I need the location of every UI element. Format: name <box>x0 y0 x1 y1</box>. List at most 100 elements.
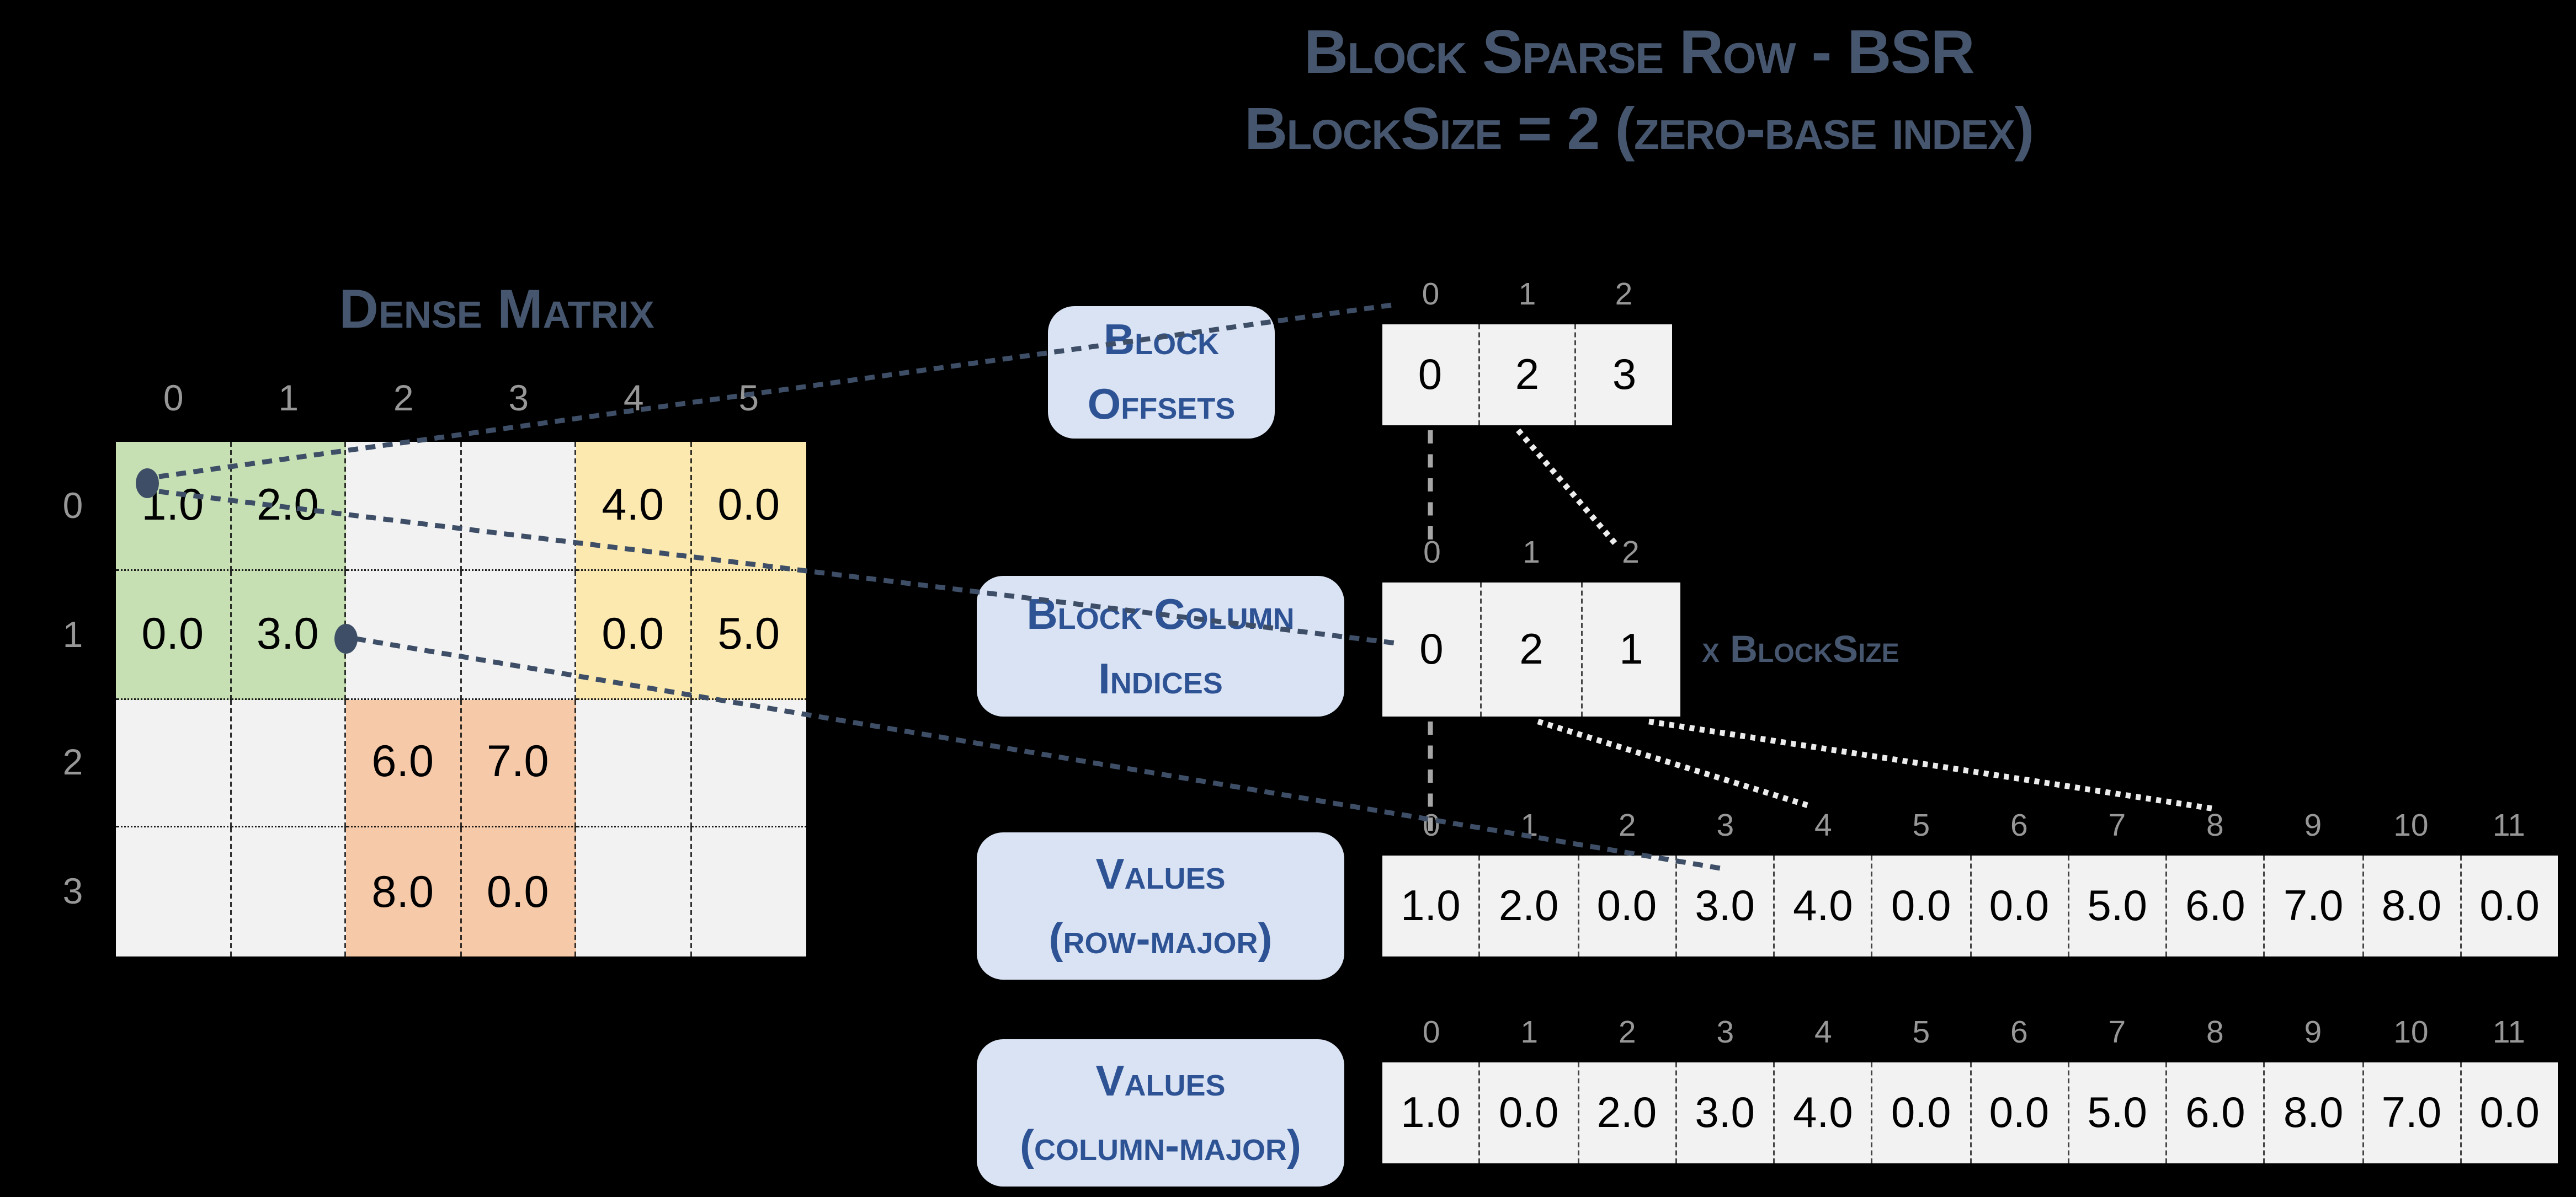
array-index-label: 2 <box>1622 536 1640 571</box>
array-index-label: 0 <box>1423 536 1441 571</box>
label-line: Values <box>1095 1055 1226 1105</box>
matrix-row-headers: 0 1 2 3 <box>46 442 99 956</box>
array-index-label: 6 <box>2010 809 2028 844</box>
label-line: Block <box>1103 314 1220 364</box>
array-cell: 0.0 <box>1969 856 2068 956</box>
block-column-indices-label: Block Column Indices <box>977 576 1344 717</box>
matrix-cell: 5.0 <box>691 570 806 699</box>
matrix-cell: 0.0 <box>576 570 691 699</box>
matrix-cell <box>691 827 806 956</box>
array-cell: 0.0 <box>1478 1062 1577 1163</box>
array-index-label: 0 <box>1422 1016 1440 1051</box>
array-cell: 1 <box>1580 583 1680 717</box>
array-index-label: 1 <box>1523 536 1540 571</box>
title-line-1: Block Sparse Row - BSR <box>1303 18 1975 86</box>
array-index-label: 2 <box>1615 278 1633 313</box>
blocksize-annotation: x BlockSize <box>1702 626 1899 670</box>
array-index-label: 2 <box>1618 809 1636 844</box>
label-line: Block Column <box>1026 588 1295 638</box>
array-cell: 3 <box>1575 324 1673 425</box>
dense-matrix-title: Dense Matrix <box>339 278 654 339</box>
array-index-label: 11 <box>2492 1016 2526 1051</box>
matrix-cell: 0.0 <box>691 442 806 571</box>
label-line: Values <box>1095 848 1226 898</box>
block-offsets-label: Block Offsets <box>1048 306 1275 439</box>
array-cell: 0.0 <box>1871 856 1970 956</box>
matrix-cell: 4.0 <box>576 442 691 571</box>
matrix-cell <box>231 699 346 828</box>
label-line: (column-major) <box>1020 1119 1301 1169</box>
array-cell: 5.0 <box>2067 856 2165 956</box>
array-index-label: 5 <box>1912 809 1930 844</box>
array-cell: 3.0 <box>1675 856 1773 956</box>
label-line: Offsets <box>1087 379 1236 429</box>
title-line-2: BlockSize = 2 (zero-base index) <box>1244 95 2034 163</box>
matrix-cell <box>231 827 346 956</box>
array-cell: 8.0 <box>2361 856 2460 956</box>
matrix-col-header: 2 <box>393 377 414 419</box>
matrix-cell <box>461 570 576 699</box>
matrix-cell: 8.0 <box>346 827 461 956</box>
matrix-cell <box>691 699 806 828</box>
matrix-row-header: 2 <box>62 742 83 784</box>
array-cell: 7.0 <box>2361 1062 2460 1163</box>
matrix-cell <box>576 827 691 956</box>
matrix-cell <box>346 570 461 699</box>
array-cell: 8.0 <box>2263 1062 2362 1163</box>
array-cell: 2.0 <box>1577 1062 1675 1163</box>
array-cell: 0.0 <box>2460 856 2558 956</box>
array-index-label: 11 <box>2492 809 2526 844</box>
label-line: (row-major) <box>1049 912 1273 963</box>
array-index-label: 7 <box>2108 809 2126 844</box>
array-index-label: 8 <box>2206 809 2224 844</box>
index-labels: 0 1 2 <box>1382 536 1680 576</box>
array-index-label: 9 <box>2304 809 2322 844</box>
matrix-cell <box>576 699 691 828</box>
array-cell: 1.0 <box>1382 1062 1479 1163</box>
array-index-label: 6 <box>2010 1016 2028 1051</box>
matrix-col-header: 0 <box>163 377 184 419</box>
matrix-row-header: 3 <box>62 870 83 912</box>
array-index-label: 5 <box>1912 1016 1930 1051</box>
array-cell: 0.0 <box>1577 856 1675 956</box>
values-row-major-label: Values (row-major) <box>977 832 1344 980</box>
array-cell: 2.0 <box>1478 856 1577 956</box>
array-cell: 1.0 <box>1382 856 1479 956</box>
matrix-cell: 3.0 <box>231 570 346 699</box>
array-cell: 0.0 <box>1969 1062 2068 1163</box>
array-index-label: 3 <box>1716 809 1734 844</box>
diagram-title: Block Sparse Row - BSR BlockSize = 2 (ze… <box>977 13 2301 166</box>
array-index-label: 9 <box>2304 1016 2322 1051</box>
matrix-col-header: 1 <box>278 377 299 419</box>
array-index-label: 2 <box>1618 1016 1636 1051</box>
array-index-label: 1 <box>1520 809 1539 844</box>
matrix-col-header: 5 <box>738 377 759 419</box>
matrix-row-header: 1 <box>62 613 83 655</box>
matrix-cell: 6.0 <box>346 699 461 828</box>
matrix-row-header: 0 <box>62 484 83 526</box>
array-cell: 6.0 <box>2165 1062 2264 1163</box>
matrix-cell: 0.0 <box>116 570 231 699</box>
matrix-cell <box>461 442 576 571</box>
array-index-label: 10 <box>2393 809 2429 844</box>
block1-values-guide-line <box>1537 718 1811 809</box>
array-cell: 0 <box>1382 324 1478 425</box>
values-column-major-label: Values (column-major) <box>977 1039 1344 1187</box>
array-index-label: 1 <box>1518 278 1536 313</box>
array-cell: 2 <box>1478 324 1576 425</box>
array-index-label: 4 <box>1814 809 1832 844</box>
array-cell: 0.0 <box>2460 1062 2558 1163</box>
matrix-cell <box>346 442 461 571</box>
